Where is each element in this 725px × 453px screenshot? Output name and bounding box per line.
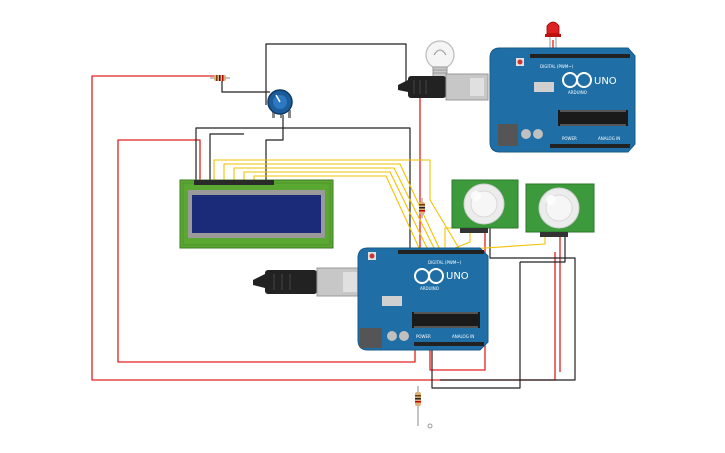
atmega-chip [558,110,628,126]
wire-yellow-5 [253,175,421,251]
analog-label: ANALOG IN [598,136,620,141]
digital-label: DIGITAL (PWM~) [428,260,462,265]
wire-black-pot-lcd [265,115,284,180]
digital-label: DIGITAL (PWM~) [540,64,574,69]
digital-header-top [530,54,630,58]
wire-red-lcd-loop [117,139,416,363]
arduino-logo [414,268,444,284]
resistor-bottom[interactable] [415,386,433,429]
wire-black-pir2 [520,232,566,263]
dc-jack [498,124,518,146]
dc-jack [360,328,382,348]
crystal [534,82,554,92]
wires [91,40,576,389]
atmega-chip [412,312,480,328]
brand-label: ARDUINO [568,90,587,95]
usb-cable-bottom[interactable] [253,267,362,297]
wire-yellow-3 [233,167,436,251]
power-header-bottom [414,342,484,346]
power-header-top [550,144,630,148]
wire-black-lcd-2 [209,133,244,180]
wire-yellow-4 [243,171,429,251]
wire-black-pot-top [265,43,407,105]
model-label: UNO [446,271,469,282]
wire-yellow-1 [213,159,461,251]
potentiometer[interactable] [267,89,293,118]
resistor-top-left[interactable] [210,75,230,81]
power-label: POWER [416,334,431,339]
brand-label: ARDUINO [420,286,439,291]
resistor-middle[interactable] [419,198,425,218]
wire-black-bottom [431,262,521,389]
wire-red-outer-loop [91,75,556,381]
digital-header-bottom [398,250,484,254]
analog-label: ANALOG IN [452,334,474,339]
yellow-wires [213,159,546,251]
wire-black-lcd-1 [195,127,411,250]
wire-yellow-8 [454,232,546,251]
pir-sensor-1[interactable] [451,179,519,233]
model-label: UNO [594,76,617,87]
wire-black-resistor [221,80,270,93]
arduino-uno-bottom[interactable]: DIGITAL (PWM~) UNO ARDUINO POWER ANALOG … [357,247,489,351]
crystal [382,296,402,306]
lcd-16x2[interactable] [179,179,334,249]
arduino-logo [562,72,592,88]
arduino-uno-top[interactable]: DIGITAL (PWM~) UNO ARDUINO POWER ANALOG … [489,47,636,153]
usb-cable-top[interactable] [398,73,489,101]
power-label: POWER [562,136,577,141]
pir-sensor-2[interactable] [525,183,595,237]
lcd-pin-header [194,180,274,185]
